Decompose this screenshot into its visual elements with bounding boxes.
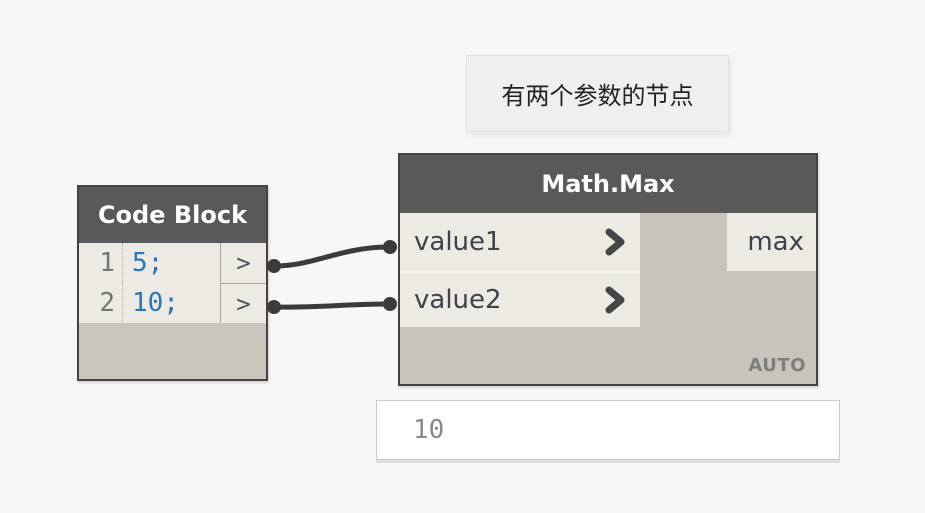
output-port-nub[interactable] bbox=[267, 259, 281, 273]
line-number: 2 bbox=[79, 283, 123, 323]
chevron-right-icon bbox=[605, 228, 626, 256]
code-block-code-area[interactable]: 1 5; 2 10; bbox=[79, 243, 220, 323]
code-block-header[interactable]: Code Block bbox=[79, 187, 266, 243]
code-block-editor[interactable]: 1 5; 2 10; > > bbox=[79, 243, 266, 323]
wire-port1-to-value1[interactable] bbox=[271, 244, 393, 269]
output-port-nub[interactable] bbox=[267, 300, 281, 314]
input-port-nub[interactable] bbox=[383, 297, 397, 311]
chevron-right-icon bbox=[605, 286, 626, 314]
line-number: 1 bbox=[79, 243, 123, 283]
lacing-badge[interactable]: AUTO bbox=[748, 355, 806, 376]
math-max-title: Math.Max bbox=[541, 170, 675, 198]
output-port-label: max bbox=[747, 227, 804, 257]
code-block-output-ports: > > bbox=[220, 243, 266, 323]
output-port-1[interactable]: > bbox=[236, 249, 251, 277]
code-block-footer bbox=[79, 323, 266, 379]
code-text[interactable]: 10; bbox=[132, 288, 179, 318]
wire-port2-to-value2[interactable] bbox=[271, 301, 393, 310]
math-max-header[interactable]: Math.Max bbox=[400, 155, 816, 213]
annotation-note: 有两个参数的节点 bbox=[466, 55, 729, 132]
math-max-input-ports: value1 value2 bbox=[400, 213, 640, 327]
input-port-value2[interactable]: value2 bbox=[400, 271, 640, 327]
code-text[interactable]: 5; bbox=[132, 248, 164, 278]
code-line[interactable]: 2 10; bbox=[79, 283, 220, 323]
input-port-value1[interactable]: value1 bbox=[400, 213, 640, 271]
code-block-node[interactable]: Code Block 1 5; 2 10; > > bbox=[77, 185, 268, 381]
code-line[interactable]: 1 5; bbox=[79, 243, 220, 283]
input-port-nub[interactable] bbox=[383, 240, 397, 254]
annotation-text: 有两个参数的节点 bbox=[501, 82, 694, 110]
input-port-label: value1 bbox=[414, 227, 502, 257]
code-block-title: Code Block bbox=[97, 201, 248, 229]
preview-value: 10 bbox=[413, 415, 445, 445]
math-max-body: value1 value2 m bbox=[400, 213, 816, 384]
input-port-label: value2 bbox=[414, 285, 502, 315]
output-port-max[interactable]: max bbox=[727, 213, 816, 271]
math-max-node[interactable]: Math.Max value1 value2 bbox=[398, 153, 818, 386]
preview-bubble: 10 bbox=[376, 400, 840, 460]
output-port-2[interactable]: > bbox=[221, 283, 266, 323]
